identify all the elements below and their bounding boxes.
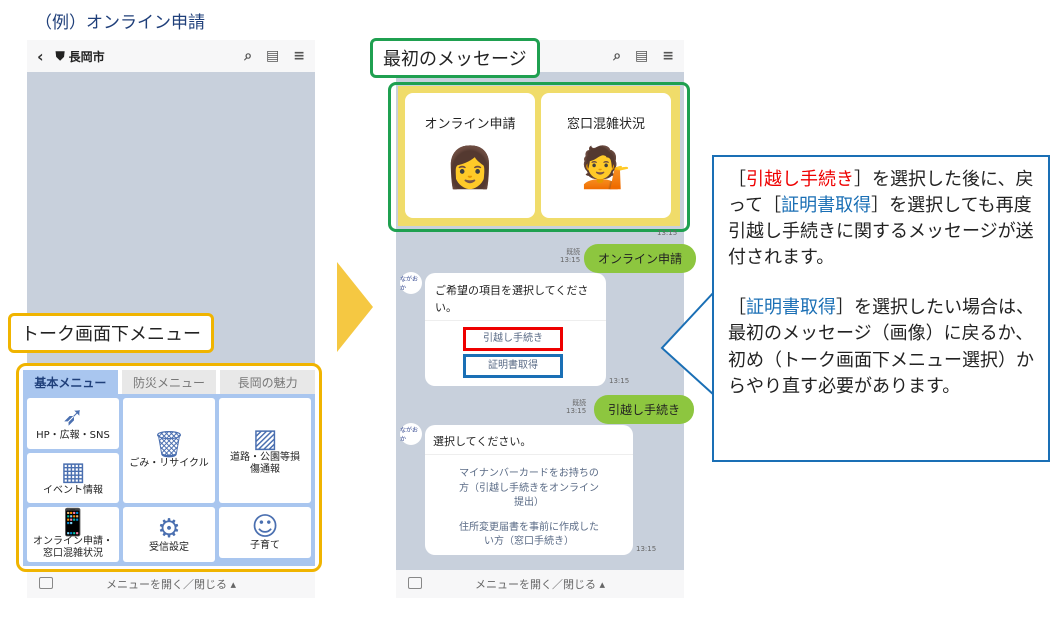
barrier-icon: ▨ (252, 423, 278, 454)
menu-item-label: 道路・公園等損傷通報 (230, 451, 300, 475)
user-message: 引越し手続き (594, 395, 695, 424)
bird-icon: ➶ (62, 402, 84, 433)
menu-settings[interactable]: ⚙受信設定 (123, 507, 215, 562)
tab-disaster[interactable]: 防災メニュー (121, 370, 217, 394)
calendar-icon: ▦ (60, 456, 86, 487)
menu-online-application[interactable]: 📱オンライン申請・窓口混雑状況 (27, 507, 119, 562)
timestamp: 13:15 (657, 229, 678, 237)
account-name: 長岡市 (68, 49, 105, 64)
search-icon[interactable]: ⌕ (613, 48, 622, 64)
notes-icon[interactable]: ▤ (635, 48, 649, 64)
card-label: 窓口混雑状況 (566, 117, 645, 132)
arrow-right-icon (337, 262, 373, 352)
card-congestion-status[interactable]: 窓口混雑状況 💁 (541, 93, 671, 218)
timestamp: 13:15 (609, 377, 630, 385)
menu-item-label: 子育て (250, 539, 280, 551)
menu-toggle[interactable]: メニューを開く／閉じる ▴ (27, 570, 315, 598)
menu-toggle-label: メニューを開く／閉じる ▴ (474, 578, 606, 591)
baby-icon: ☺ (251, 511, 279, 542)
keyboard-icon[interactable] (39, 577, 53, 589)
timestamp: 13:15 (636, 545, 657, 553)
notes-icon[interactable]: ▤ (266, 48, 280, 64)
menu-icon[interactable]: ≡ (662, 48, 674, 64)
option-counter[interactable]: 住所変更届書を事前に作成したい方（窓口手続き） (459, 521, 599, 548)
page-title: （例）オンライン申請 (35, 13, 205, 33)
callout-pointer (660, 290, 716, 398)
menu-hp-sns[interactable]: ➶HP・広報・SNS (27, 398, 119, 449)
menu-childcare[interactable]: ☺子育て (219, 507, 311, 558)
counter-staff-icon: 💁 (581, 145, 631, 191)
chat-header: ‹ ⛊ 長岡市 ⌕ ▤ ≡ (27, 40, 315, 72)
menu-events[interactable]: ▦イベント情報 (27, 452, 119, 504)
explanation-callout: ［引越し手続き］を選択した後に、戻って［証明書取得］を選択しても再度引越し手続き… (712, 155, 1050, 462)
menu-item-label: イベント情報 (43, 484, 103, 496)
card-online-application[interactable]: オンライン申請 👩 (405, 93, 535, 218)
option-mynumber[interactable]: マイナンバーカードをお持ちの方（引越し手続きをオンライン提出） (459, 468, 599, 508)
menu-item-label: ごみ・リサイクル (129, 457, 209, 469)
menu-icon[interactable]: ≡ (293, 48, 305, 64)
first-message-highlight (388, 82, 690, 232)
bot-avatar: ながおか (400, 272, 422, 294)
rich-menu: 基本メニュー 防災メニュー 長岡の魅力 ➶HP・広報・SNS 🗑ごみ・リサイクル… (16, 363, 322, 572)
smartphone-icon: 📱 (56, 507, 90, 538)
first-message-label: 最初のメッセージ (370, 38, 540, 78)
trash-icon: 🗑 (152, 429, 186, 460)
keyboard-icon[interactable] (408, 577, 422, 589)
menu-item-label: 受信設定 (149, 541, 189, 553)
search-icon[interactable]: ⌕ (244, 48, 253, 64)
bot-avatar: ながおか (400, 423, 422, 445)
menu-label: トーク画面下メニュー (8, 313, 214, 353)
menu-item-label: HP・広報・SNS (36, 430, 110, 442)
option-certificate[interactable]: 証明書取得 (463, 354, 563, 378)
bot-message-choices: 選択してください。 マイナンバーカードをお持ちの方（引越し手続きをオンライン提出… (425, 425, 633, 555)
bot-message-text: 選択してください。 (425, 425, 633, 455)
menu-toggle-label: メニューを開く／閉じる ▴ (105, 578, 237, 591)
gear-icon: ⚙ (157, 513, 181, 544)
person-phone-icon: 👩 (445, 145, 495, 191)
bot-message-choices: ご希望の項目を選択してください。 引越し手続き 証明書取得 (425, 273, 606, 386)
bot-message-text: ご希望の項目を選択してください。 (425, 273, 606, 321)
back-chevron-icon[interactable]: ‹ (37, 46, 44, 66)
tab-basic[interactable]: 基本メニュー (23, 370, 118, 394)
tab-nagaoka[interactable]: 長岡の魅力 (220, 370, 316, 394)
user-message: オンライン申請 (584, 244, 697, 273)
menu-item-label: オンライン申請・窓口混雑状況 (33, 535, 113, 559)
menu-road-report[interactable]: ▨道路・公園等損傷通報 (219, 398, 311, 504)
shield-icon: ⛊ (55, 48, 65, 63)
menu-toggle[interactable]: メニューを開く／閉じる ▴ (396, 570, 684, 598)
option-moving[interactable]: 引越し手続き (463, 327, 563, 351)
menu-garbage[interactable]: 🗑ごみ・リサイクル (123, 398, 215, 504)
card-label: オンライン申請 (424, 117, 516, 132)
